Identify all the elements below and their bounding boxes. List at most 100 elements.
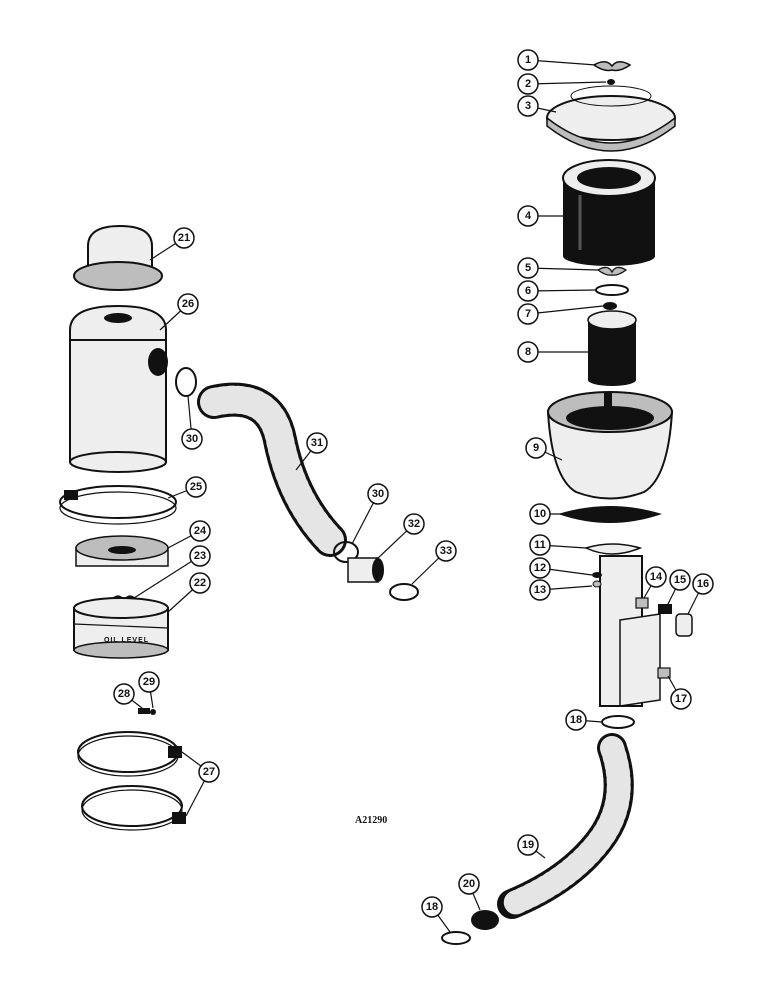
oil-cup	[546, 391, 674, 500]
callout-number-10: 10	[534, 508, 546, 520]
callout-12: 12	[529, 557, 593, 579]
main-hose	[197, 382, 347, 557]
callout-number-7: 7	[525, 308, 531, 320]
gasket-ring	[595, 284, 629, 296]
callout-18a: 18	[565, 709, 603, 731]
wing-nut-top	[592, 61, 632, 72]
callout-circle-30a	[181, 428, 203, 450]
oil-level-text: OIL LEVEL	[104, 637, 149, 644]
callout-circle-11	[529, 534, 551, 556]
pipe-fittings	[635, 597, 693, 637]
callout-circle-9	[525, 437, 547, 459]
mounting-bands	[77, 731, 186, 831]
small-bolts	[138, 708, 156, 715]
callout-number-25: 25	[190, 481, 202, 493]
callout-number-21: 21	[178, 232, 190, 244]
callout-6: 6	[517, 280, 597, 302]
callout-circle-20	[458, 873, 480, 895]
callout-number-27: 27	[203, 766, 215, 778]
callout-circle-32	[403, 513, 425, 535]
callout-number-29: 29	[143, 676, 155, 688]
callout-30b: 30	[351, 483, 389, 545]
callout-number-15: 15	[674, 574, 686, 586]
small-nut-washer	[592, 572, 602, 588]
cleaner-body	[69, 304, 168, 473]
callout-number-13: 13	[534, 584, 546, 596]
callout-circle-10	[529, 503, 551, 525]
callout-circle-14	[645, 566, 667, 588]
filter-tray	[75, 535, 169, 567]
oil-level-cup: OIL LEVEL	[73, 597, 169, 659]
callout-7: 7	[517, 303, 604, 325]
callout-10: 10	[529, 503, 566, 525]
callout-number-5: 5	[525, 262, 531, 274]
callout-number-30a: 30	[186, 433, 198, 445]
callout-24: 24	[167, 520, 211, 549]
callout-circle-2	[517, 73, 539, 95]
callout-circle-27	[198, 761, 220, 783]
callout-circle-1	[517, 49, 539, 71]
callout-17: 17	[667, 675, 692, 710]
callout-number-33: 33	[440, 545, 452, 557]
filter-element	[562, 159, 656, 266]
callout-circle-6	[517, 280, 539, 302]
callout-circle-15	[669, 569, 691, 591]
callout-circle-31	[306, 432, 328, 454]
callout-number-12: 12	[534, 562, 546, 574]
drawing-id: A21290	[355, 815, 387, 826]
callout-8: 8	[517, 341, 588, 363]
callout-circle-18b	[421, 896, 443, 918]
callout-number-3: 3	[525, 100, 531, 112]
callout-circle-16	[692, 573, 714, 595]
callout-number-26: 26	[182, 298, 194, 310]
callout-9: 9	[525, 437, 563, 461]
callout-number-4: 4	[525, 210, 532, 222]
callout-circle-33	[435, 540, 457, 562]
callout-circle-21	[173, 227, 195, 249]
callout-number-24: 24	[194, 525, 207, 537]
callout-1: 1	[517, 49, 597, 71]
callout-number-18b: 18	[426, 901, 438, 913]
callout-23: 23	[133, 545, 211, 599]
precleaner-cap	[73, 224, 163, 291]
callout-number-28: 28	[118, 688, 130, 700]
callout-circle-3	[517, 95, 539, 117]
drain-plug	[657, 667, 671, 679]
callout-number-1: 1	[525, 54, 531, 66]
callout-4: 4	[517, 205, 563, 227]
callout-21: 21	[149, 227, 195, 261]
callout-31: 31	[295, 432, 328, 471]
callout-leader-5	[527, 267, 599, 271]
callout-circle-25	[185, 476, 207, 498]
callout-number-2: 2	[525, 78, 531, 90]
callout-15: 15	[667, 569, 691, 605]
callout-circle-28	[113, 683, 135, 705]
callout-25: 25	[167, 476, 207, 499]
callout-circle-19	[517, 834, 539, 856]
callout-32: 32	[375, 513, 425, 561]
clamp-ring	[59, 485, 177, 525]
callout-circle-24	[189, 520, 211, 542]
callout-30a: 30	[181, 395, 203, 450]
callout-18b: 18	[421, 896, 451, 933]
callout-circle-17	[670, 688, 692, 710]
callout-circle-13	[529, 579, 551, 601]
callout-circle-12	[529, 557, 551, 579]
callout-number-11: 11	[534, 539, 546, 551]
callout-number-6: 6	[525, 285, 531, 297]
callout-number-32: 32	[408, 518, 420, 530]
hose-coupling	[471, 910, 499, 930]
hose-clamp-lower	[441, 931, 471, 945]
callout-26: 26	[159, 293, 199, 331]
callout-number-8: 8	[525, 346, 531, 358]
callout-27: 27	[181, 751, 220, 817]
callout-number-31: 31	[311, 437, 323, 449]
callout-2: 2	[517, 73, 607, 95]
callout-number-30b: 30	[372, 488, 384, 500]
callout-3: 3	[517, 95, 557, 117]
callout-circle-29	[138, 671, 160, 693]
callout-28: 28	[113, 683, 143, 709]
callout-number-9: 9	[533, 442, 539, 454]
